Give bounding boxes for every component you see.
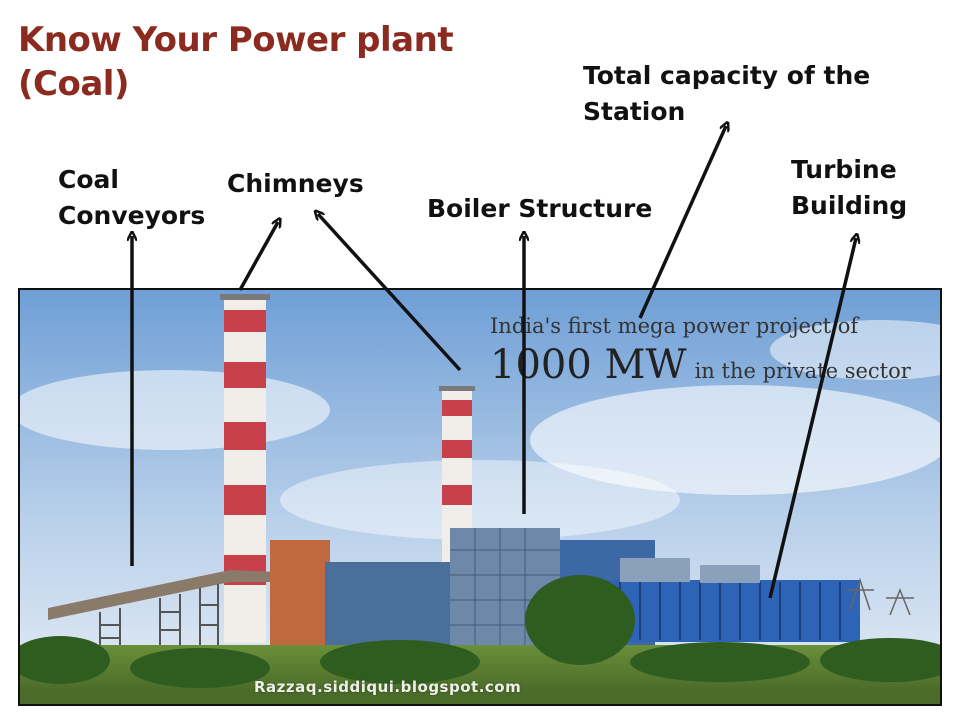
label-boiler-structure: Boiler Structure — [427, 194, 653, 223]
photo-caption-line1: India's first mega power project of — [490, 314, 859, 338]
photo-caption-line2: in the private sector — [694, 359, 911, 383]
label-turbine-building-line1: Turbine — [791, 155, 897, 184]
label-chimneys: Chimneys — [227, 169, 364, 198]
label-total-capacity-line1: Total capacity of the — [583, 61, 871, 90]
cloud — [280, 460, 680, 540]
power-plant-photo: India's first mega power project of 1000… — [18, 288, 942, 706]
arrow-chimney-left — [238, 222, 278, 291]
label-turbine-building-line2: Building — [791, 191, 908, 220]
label-total-capacity-line2: Station — [583, 97, 686, 126]
label-coal-conveyors: Coal Conveyors — [58, 162, 205, 234]
cloud — [20, 370, 330, 450]
coal-conveyors — [48, 570, 280, 650]
photo-caption-capacity: 1000 MW — [490, 342, 687, 388]
label-turbine-building: Turbine Building — [791, 152, 907, 224]
chimney-left — [220, 294, 270, 643]
photo-caption-capacity-row: 1000 MW in the private sector — [490, 342, 911, 388]
watermark: Razzaq.siddiqui.blogspot.com — [254, 678, 522, 696]
label-total-capacity: Total capacity of the Station — [583, 58, 870, 130]
label-coal-conveyors-line2: Conveyors — [58, 201, 206, 230]
page-title-line1: Know Your Power plant — [18, 20, 454, 60]
road — [20, 690, 940, 704]
label-coal-conveyors-line1: Coal — [58, 165, 119, 194]
page-title-line2: (Coal) — [18, 64, 130, 104]
trees — [20, 575, 940, 688]
page-title: Know Your Power plant (Coal) — [18, 18, 454, 106]
